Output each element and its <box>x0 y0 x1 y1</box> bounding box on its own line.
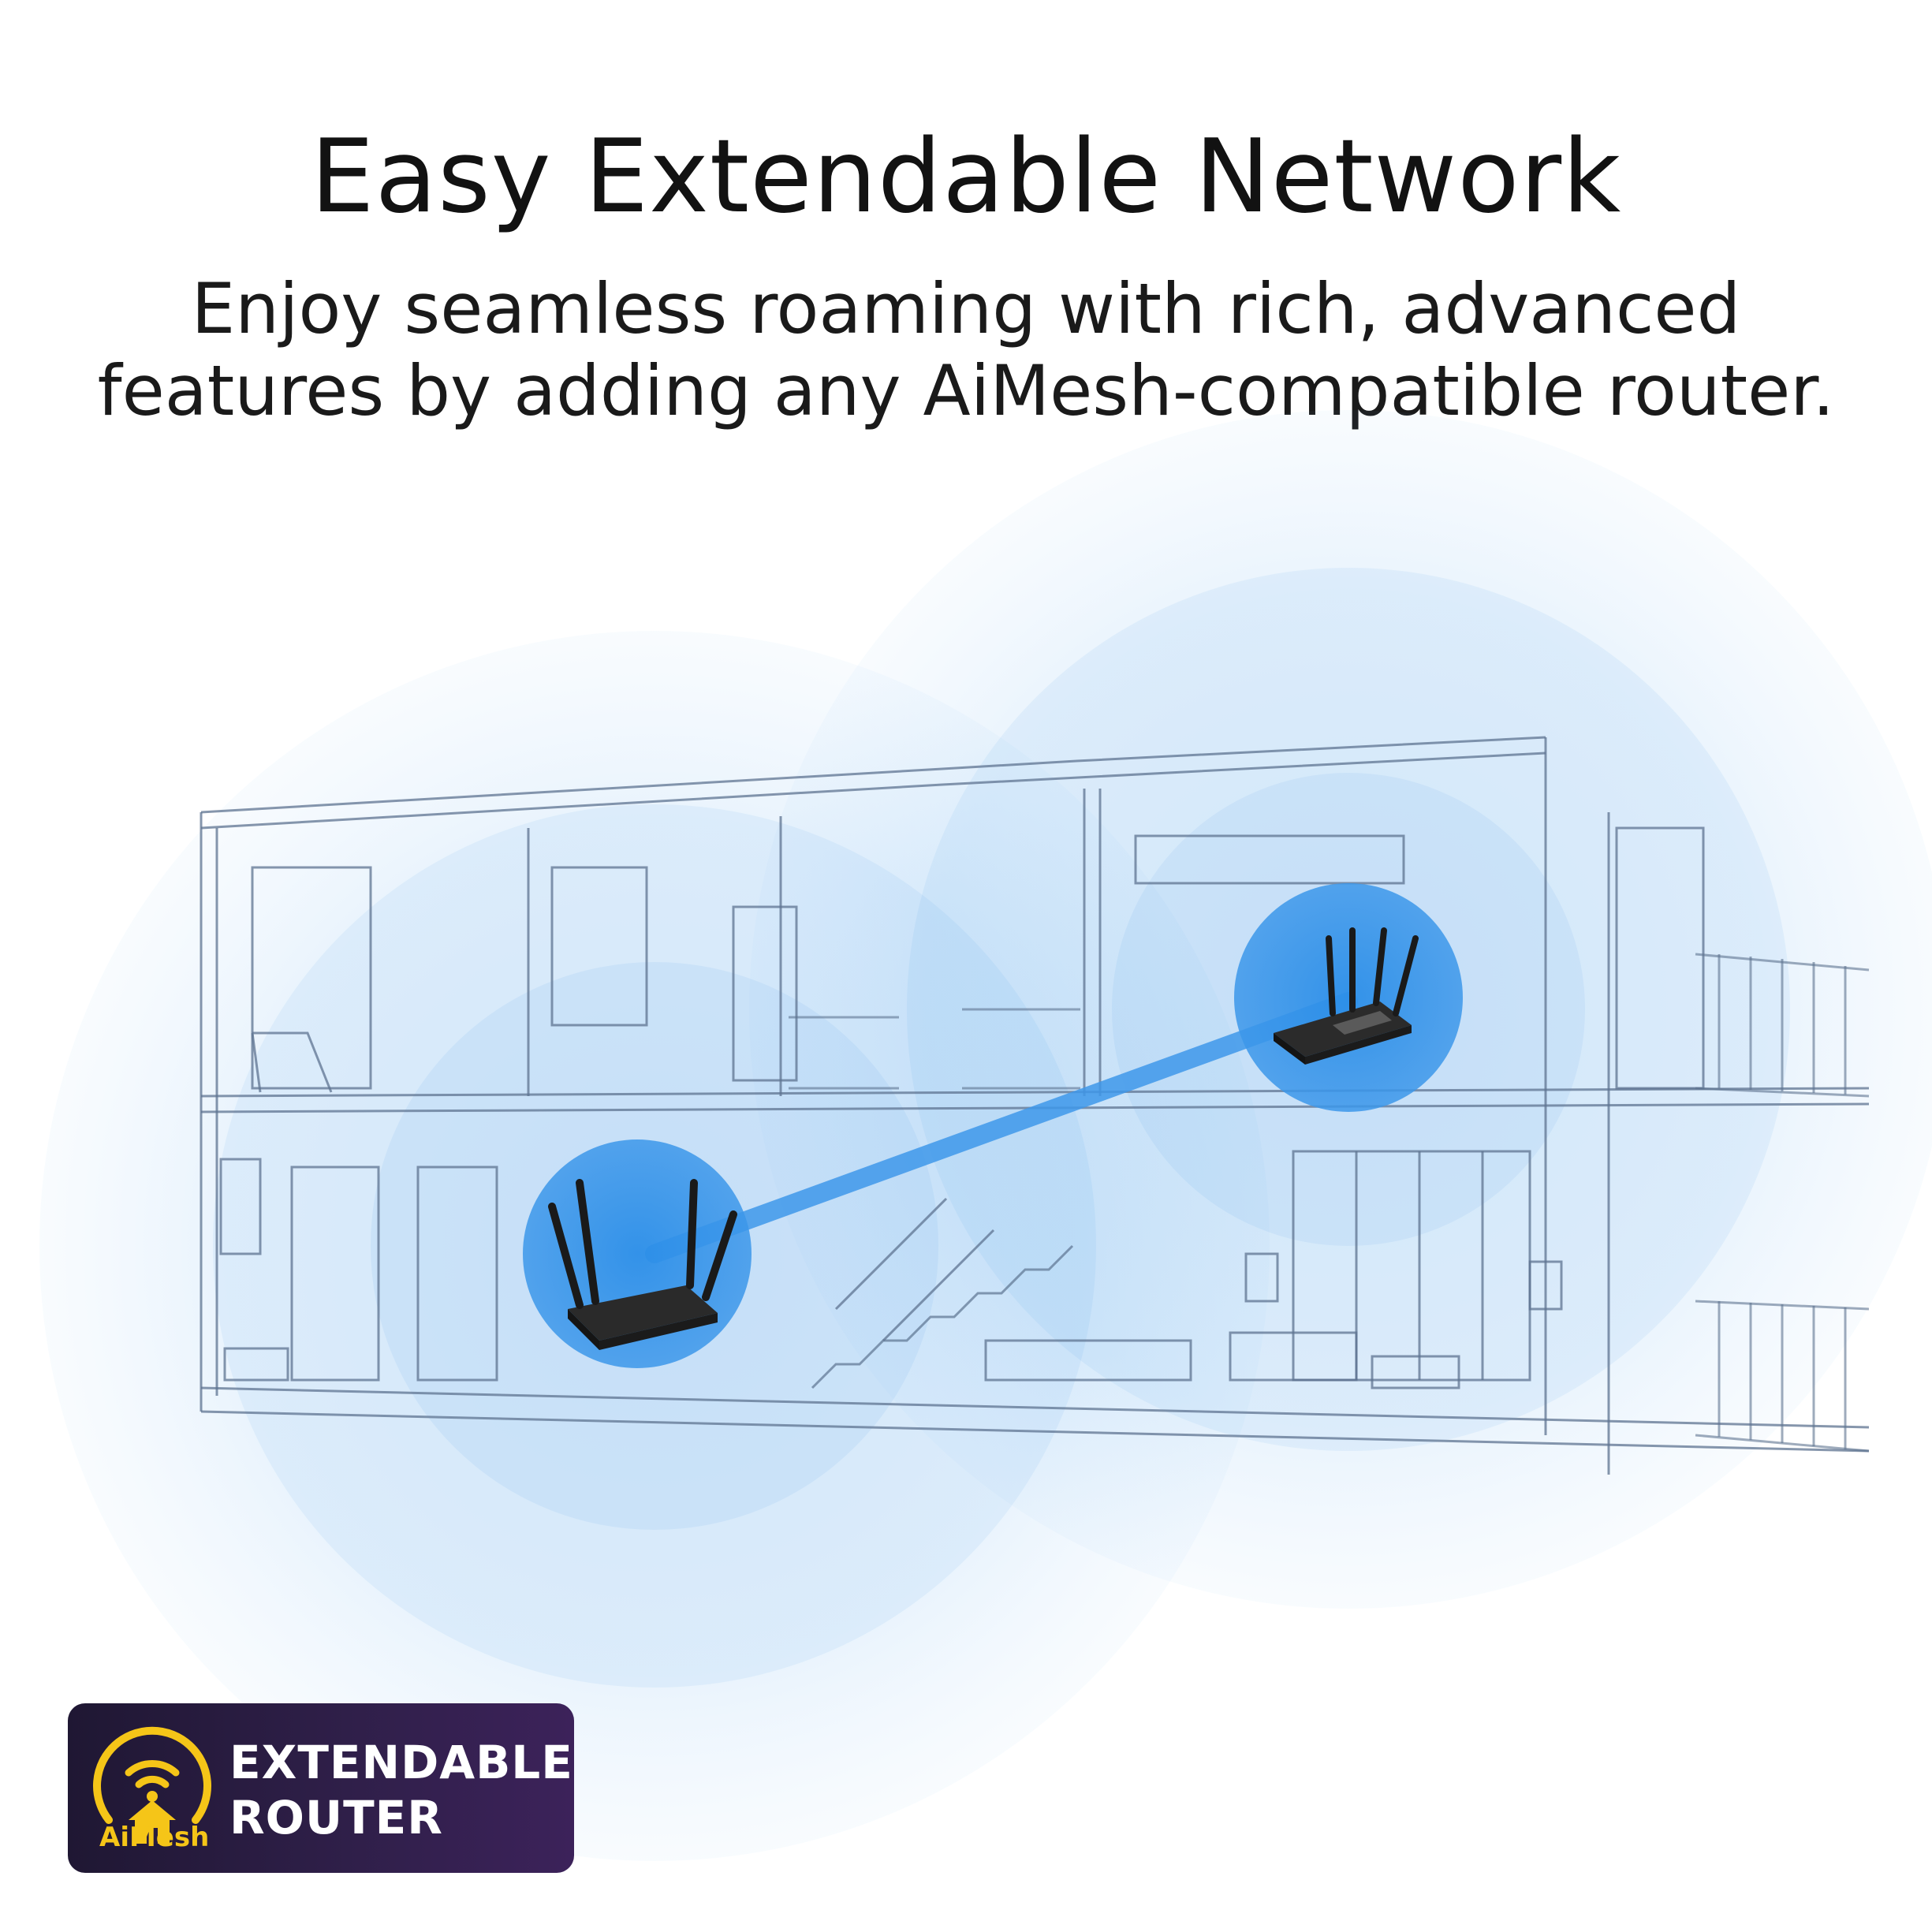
router-coverage-core-node <box>1234 883 1463 1112</box>
aimesh-logo-text: AiMesh <box>99 1822 210 1853</box>
router-icon <box>1274 927 1419 1065</box>
subtitle-line-1: Enjoy seamless roaming with rich, advanc… <box>191 268 1741 349</box>
page-subtitle: Enjoy seamless roaming with rich, advanc… <box>0 268 1932 432</box>
aimesh-house-wifi-icon <box>93 1726 211 1844</box>
extendable-router-badge: AiMesh EXTENDABLE ROUTER <box>68 1703 574 1873</box>
badge-line-1: EXTENDABLE <box>229 1736 573 1789</box>
router-icon <box>548 1179 737 1350</box>
mesh-link-line <box>645 992 1358 1263</box>
badge-label: EXTENDABLE ROUTER <box>229 1735 573 1845</box>
house-sketch <box>200 736 1870 1475</box>
badge-line-2: ROUTER <box>229 1791 443 1844</box>
subtitle-line-2: features by adding any AiMesh-compatible… <box>97 350 1835 431</box>
page-title: Easy Extendable Network <box>310 118 1622 236</box>
